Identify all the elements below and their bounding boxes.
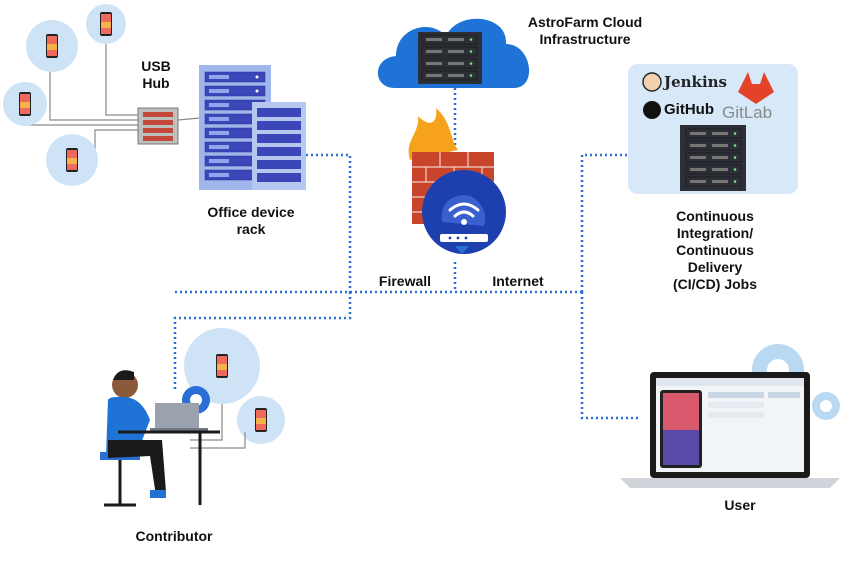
office-rack-icon (199, 65, 306, 190)
jenkins-icon (642, 72, 662, 92)
phone-icon (19, 92, 31, 116)
firewall-label: Firewall (378, 273, 432, 289)
office-rack-label: Office device rack (207, 204, 295, 237)
connector-rack (306, 153, 352, 292)
gitlab-logo-text: GitLab (722, 103, 773, 122)
cloud-label: AstroFarm Cloud Infrastructure (527, 14, 643, 47)
cloud-icon (377, 18, 530, 89)
connector-user (580, 292, 640, 420)
router-icon (422, 170, 506, 254)
gitlab-icon (738, 72, 774, 104)
phone-icon (100, 12, 112, 36)
connector-cicd (580, 153, 628, 292)
usb-hub-label: USB Hub (141, 58, 171, 91)
contributor-person-icon (100, 370, 220, 507)
cicd-label: Continuous Integration/ Continuous Deliv… (673, 208, 757, 292)
user-label: User (724, 497, 756, 513)
cicd-panel (628, 64, 798, 194)
phone-icon (46, 34, 58, 58)
internet-label: Internet (492, 273, 544, 289)
github-icon (643, 101, 661, 119)
jenkins-logo-text: Jenkins (664, 73, 727, 91)
user-laptop-icon (620, 372, 840, 488)
phone-icon (255, 408, 267, 432)
connector-lines (173, 88, 640, 420)
usb-devices (3, 4, 140, 186)
phone-icon (216, 354, 228, 378)
phone-icon (66, 148, 78, 172)
contributor-label: Contributor (135, 528, 213, 544)
contributor-devices (184, 328, 285, 449)
usb-hub-icon (137, 107, 201, 145)
github-logo-text: GitHub (664, 101, 714, 118)
